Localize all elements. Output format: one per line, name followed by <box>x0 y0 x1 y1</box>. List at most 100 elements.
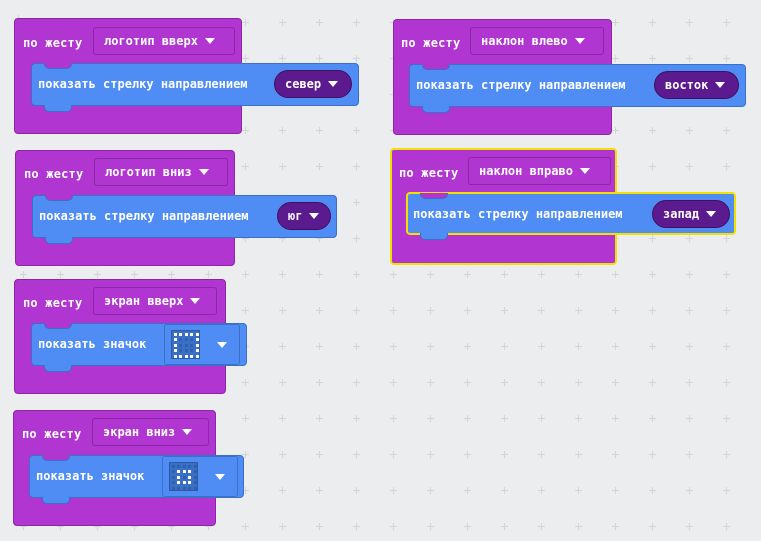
grid-cross <box>353 19 360 26</box>
grid-cross <box>686 343 693 350</box>
gesture-dropdown[interactable]: экран вниз <box>92 418 209 446</box>
gesture-event-block-logo-up[interactable]: по жесту логотип вверх показать стрелку … <box>14 18 359 134</box>
led-pixel <box>172 481 175 485</box>
grid-cross <box>205 271 212 278</box>
led-pixel <box>172 475 175 479</box>
show-arrow-block[interactable]: показать стрелку направлением восток <box>409 64 746 113</box>
grid-cross <box>242 307 249 314</box>
grid-cross <box>316 55 323 62</box>
grid-cross <box>279 415 286 422</box>
direction-value: восток <box>665 78 709 92</box>
grid-cross <box>279 523 286 530</box>
show-arrow-block[interactable]: показать стрелку направлением юг <box>32 195 337 244</box>
icon-dropdown[interactable] <box>162 456 238 497</box>
grid-cross <box>353 235 360 242</box>
grid-cross <box>501 379 508 386</box>
grid-cross <box>501 451 508 458</box>
direction-value: север <box>285 77 322 91</box>
led-pixel <box>182 475 186 479</box>
grid-cross <box>612 523 619 530</box>
grid-cross <box>279 19 286 26</box>
grid-cross <box>316 163 323 170</box>
grid-cross <box>501 487 508 494</box>
grid-cross <box>612 127 619 134</box>
grid-cross <box>575 307 582 314</box>
grid-cross <box>316 307 323 314</box>
grid-cross <box>390 451 397 458</box>
show-icon-label: показать значок <box>36 469 145 483</box>
led-pixel <box>182 486 186 490</box>
grid-cross <box>649 523 656 530</box>
grid-cross <box>686 19 693 26</box>
block-tab <box>42 497 70 504</box>
grid-cross <box>723 235 730 242</box>
led-pixel <box>177 481 181 485</box>
show-arrow-block[interactable]: показать стрелку направлением север <box>31 63 359 112</box>
grid-cross <box>464 343 471 350</box>
grid-cross <box>20 523 27 530</box>
gesture-event-block-screen-down[interactable]: по жесту экран вниз показать значок <box>13 410 244 526</box>
grid-cross <box>427 271 434 278</box>
gesture-event-block-screen-up[interactable]: по жесту экран вверх показать значок <box>14 279 247 394</box>
show-icon-block[interactable]: показать значок <box>29 455 244 504</box>
grid-cross <box>57 271 64 278</box>
grid-cross <box>353 127 360 134</box>
grid-cross <box>612 19 619 26</box>
grid-cross <box>279 451 286 458</box>
gesture-event-block-tilt-left[interactable]: по жесту наклон влево показать стрелку н… <box>393 19 746 135</box>
led-pixel <box>174 354 177 358</box>
direction-dropdown[interactable]: восток <box>654 71 739 99</box>
direction-value: запад <box>663 207 700 221</box>
direction-dropdown[interactable]: север <box>274 70 352 98</box>
led-pixel <box>195 343 199 347</box>
led-pixel <box>193 465 197 468</box>
block-notch <box>42 455 70 461</box>
led-pixel <box>174 349 177 353</box>
gesture-event-block-logo-down[interactable]: по жесту логотип вниз показать стрелку н… <box>15 150 337 266</box>
grid-cross <box>575 451 582 458</box>
grid-cross <box>427 379 434 386</box>
grid-cross <box>723 379 730 386</box>
grid-cross <box>390 271 397 278</box>
show-arrow-block[interactable]: показать стрелку направлением запад <box>406 192 736 240</box>
grid-cross <box>390 523 397 530</box>
grid-cross <box>316 379 323 386</box>
led-pixel <box>195 338 199 342</box>
grid-cross <box>427 415 434 422</box>
gesture-dropdown[interactable]: логотип вниз <box>94 158 228 186</box>
grid-cross <box>353 415 360 422</box>
gesture-dropdown[interactable]: экран вверх <box>93 287 217 315</box>
gesture-dropdown[interactable]: наклон влево <box>470 27 604 55</box>
direction-dropdown[interactable]: запад <box>652 200 730 228</box>
grid-cross <box>390 415 397 422</box>
block-tab <box>44 365 72 372</box>
grid-cross <box>279 379 286 386</box>
grid-cross <box>612 55 619 62</box>
grid-cross <box>649 163 656 170</box>
grid-cross <box>501 343 508 350</box>
gesture-dropdown[interactable]: логотип вверх <box>93 27 235 55</box>
grid-cross <box>575 343 582 350</box>
led-pixel <box>195 354 199 358</box>
chevron-down-icon <box>328 81 339 87</box>
grid-cross <box>427 523 434 530</box>
direction-dropdown[interactable]: юг <box>277 202 331 230</box>
grid-cross <box>131 523 138 530</box>
chevron-down-icon <box>198 169 209 175</box>
grid-cross <box>575 379 582 386</box>
led-pixel <box>184 354 188 358</box>
led-pixel <box>177 470 181 474</box>
grid-cross <box>427 307 434 314</box>
led-pixel <box>174 343 177 347</box>
gesture-event-block-tilt-right[interactable]: по жесту наклон вправо показать стрелку … <box>390 148 736 265</box>
show-icon-block[interactable]: показать значок <box>31 323 247 372</box>
gesture-dropdown[interactable]: наклон вправо <box>468 157 611 185</box>
led-pixel <box>174 338 177 342</box>
led-pixel <box>184 333 188 336</box>
grid-cross <box>612 451 619 458</box>
led-pixel <box>172 486 175 490</box>
led-pixel <box>179 333 183 336</box>
block-notch <box>420 193 448 199</box>
icon-dropdown[interactable] <box>164 324 240 365</box>
chevron-down-icon <box>182 429 193 435</box>
